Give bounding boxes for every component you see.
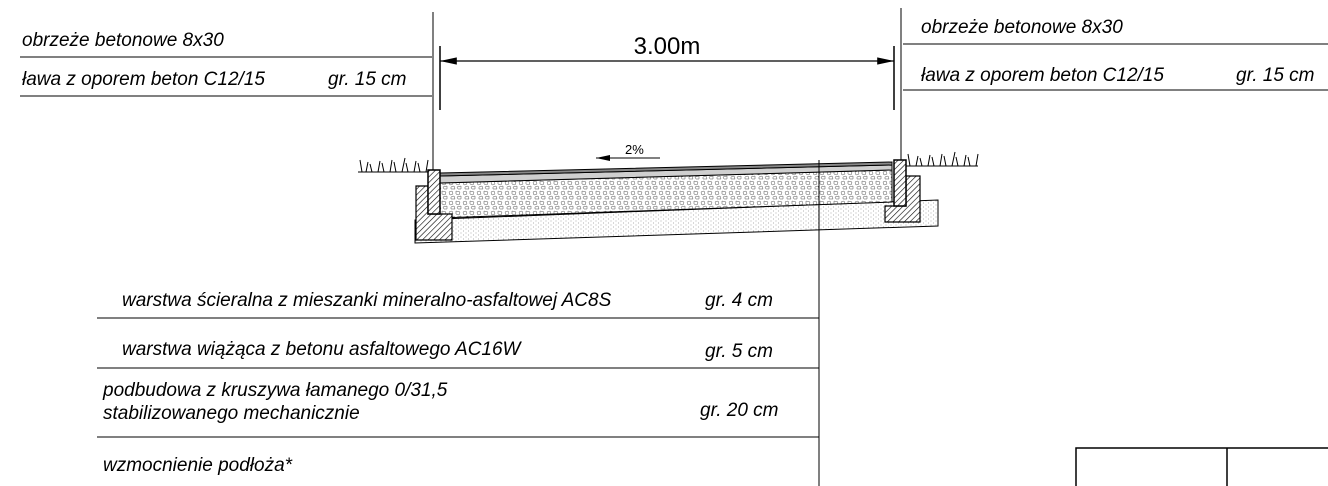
slope-label: 2% [625,142,644,157]
grass-left [358,157,429,173]
left-bench-thickness: gr. 15 cm [328,69,407,90]
right-curb [893,159,907,207]
layer-2-thickness: gr. 5 cm [705,341,773,362]
left-curb [427,169,441,215]
layer-1-name: warstwa ścieralna z mieszanki mineralno-… [122,290,612,311]
grass-right [906,151,979,167]
layer-4-name: wzmocnienie podłoża* [103,455,293,476]
right-bench-label: ława z oporem beton C12/15 [921,65,1164,86]
layer-3-name-line2: stabilizowanego mechanicznie [103,403,360,424]
layer-3-thickness: gr. 20 cm [700,400,779,421]
layer-1-thickness: gr. 4 cm [705,290,773,311]
title-block-frame [1075,447,1328,486]
right-curb-label: obrzeże betonowe 8x30 [921,17,1123,38]
dimension-width: 3.00m [634,33,701,60]
layer-3-name-line1: podbudowa z kruszywa łamanego 0/31,5 [102,380,448,401]
layer-2-name: warstwa wiążąca z betonu asfaltowego AC1… [122,339,523,360]
left-bench-label: ława z oporem beton C12/15 [22,69,265,90]
left-curb-label: obrzeże betonowe 8x30 [22,30,224,51]
right-bench-thickness: gr. 15 cm [1236,65,1315,86]
